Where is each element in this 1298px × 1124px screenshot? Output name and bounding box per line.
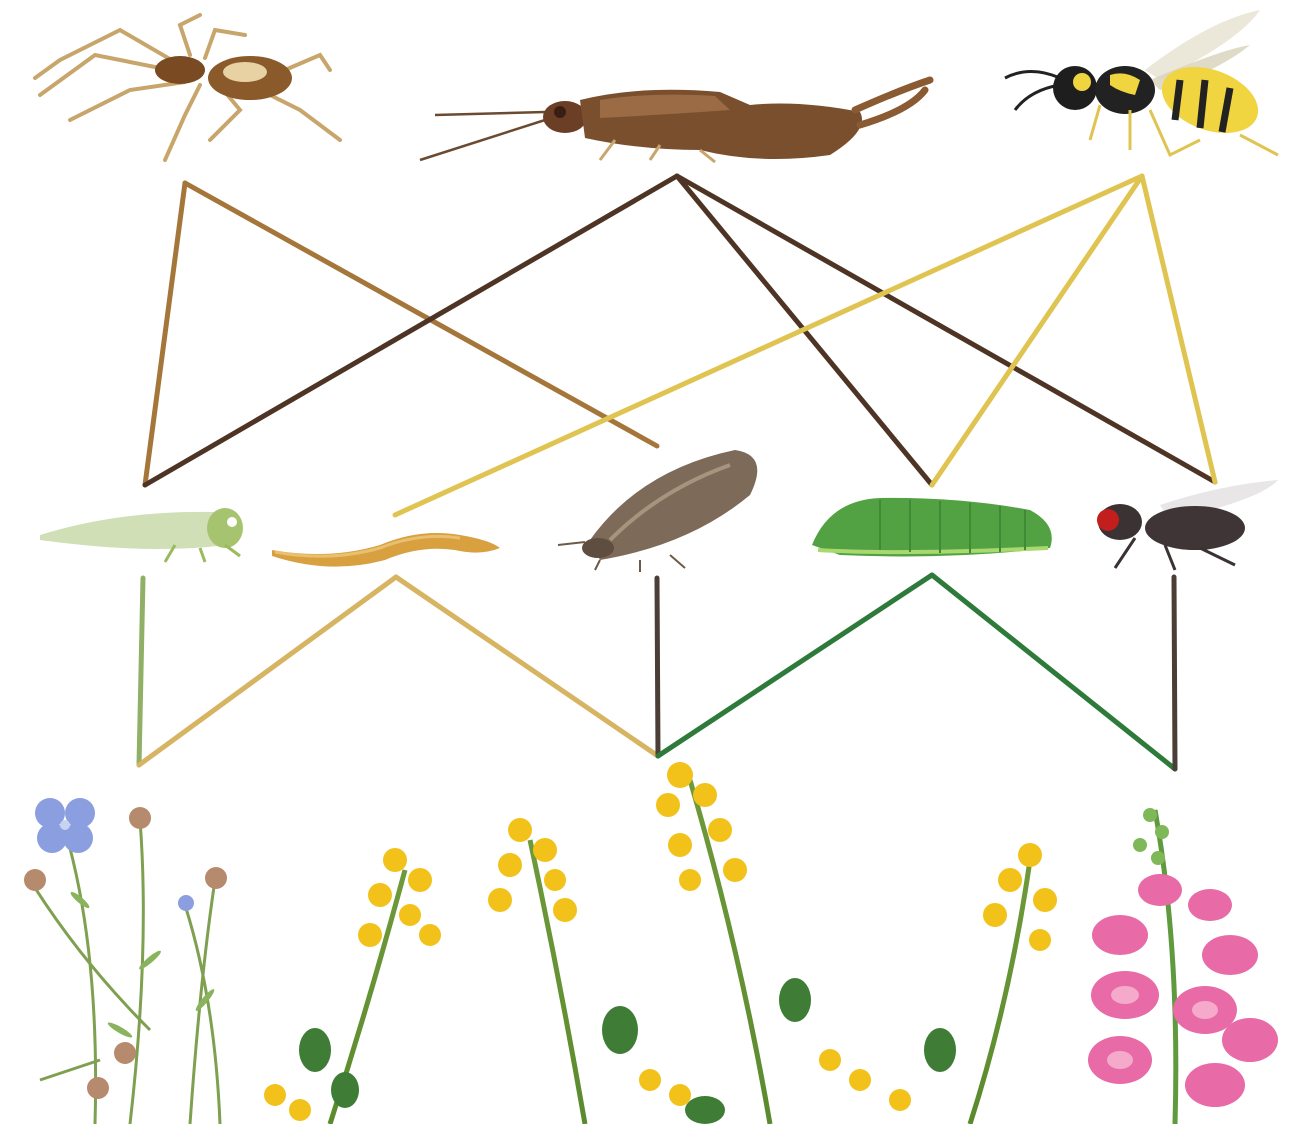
leafhopper-icon xyxy=(40,508,243,562)
wasp-icon xyxy=(1005,10,1278,155)
snapdragon-flower-icon xyxy=(1088,808,1278,1124)
herbivory-link-caterpillar-mid-plant xyxy=(658,575,932,756)
spider-icon xyxy=(35,15,340,160)
herbivory-link-leafhopper-left-plant xyxy=(139,578,143,765)
predation-link-spider-leafhopper xyxy=(145,183,185,485)
caterpillar-icon xyxy=(812,498,1052,557)
moth-icon xyxy=(558,450,757,572)
herbivory-link-larva-mid-plant xyxy=(396,577,658,756)
herbivory-link-larva-left-plant xyxy=(139,577,396,765)
yellow-crucifer-icon xyxy=(264,762,1057,1124)
herbivory-link-caterpillar-right-plant xyxy=(932,575,1175,769)
earwig-icon xyxy=(420,80,930,162)
larva-icon xyxy=(272,533,500,567)
herbivory-link-fly-right-plant xyxy=(1174,577,1175,769)
predation-link-earwig-leafhopper xyxy=(145,176,677,485)
predation-link-wasp-fly xyxy=(1142,176,1215,482)
predation-link-earwig-fly xyxy=(677,176,1215,482)
flax-flower-icon xyxy=(24,798,227,1124)
fly-icon xyxy=(1097,480,1278,570)
herbivory-link-psyllid-mid-plant xyxy=(657,578,658,756)
predation-link-spider-psyllid xyxy=(185,183,657,446)
